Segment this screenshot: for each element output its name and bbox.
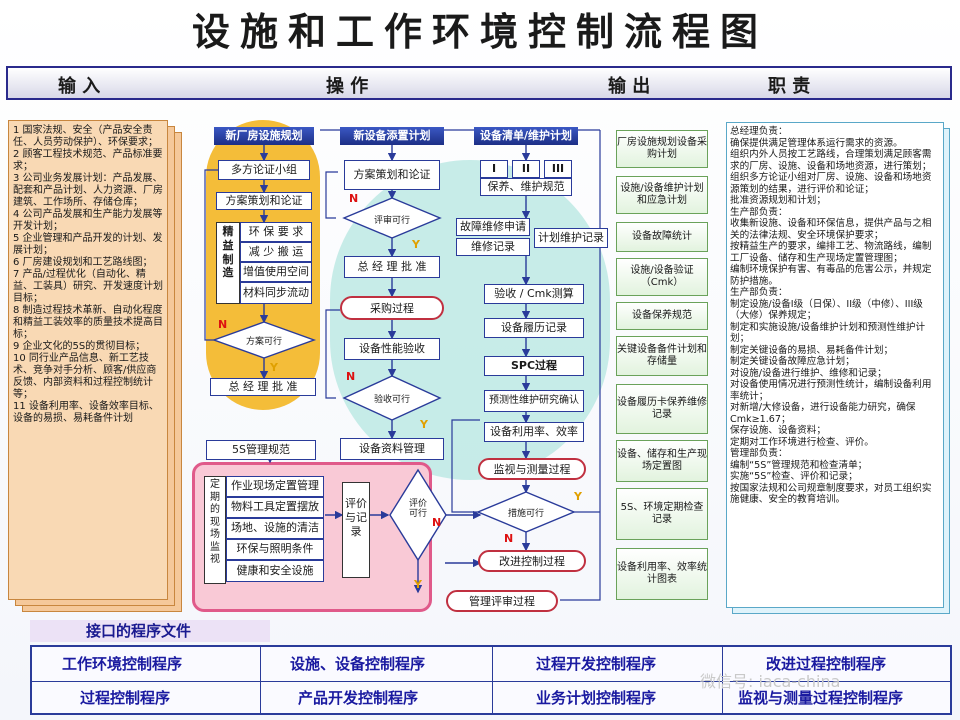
equipment-records: 设备资料管理 [340, 438, 444, 460]
multi-party-group: 多方论证小组 [218, 160, 310, 180]
management-review: 管理评审过程 [446, 590, 558, 612]
measure-n-label: N [504, 532, 514, 545]
facility-y-label: Y [270, 361, 278, 374]
level-1: I [480, 160, 508, 178]
fives-item-1: 作业现场定置管理 [226, 476, 324, 497]
acceptance-n-label: N [346, 370, 356, 383]
interface-table: 工作环境控制程序 设施、设备控制程序 过程开发控制程序 改进过程控制程序 过程控… [30, 645, 952, 715]
equipment-gm-approval: 总 经 理 批 准 [344, 256, 440, 278]
output-5: 设备保养规范 [616, 302, 708, 330]
output-3: 设备故障统计 [616, 222, 708, 252]
monitoring-measurement: 监视与测量过程 [478, 458, 586, 480]
fives-decision-text: 评价可行 [408, 499, 427, 519]
output-9: 5S、环境定期检查记录 [616, 488, 708, 540]
output-1: 厂房设施规划设备采购计划 [616, 130, 708, 168]
interface-title: 接口的程序文件 [30, 620, 270, 642]
program-business-plan: 业务计划控制程序 [536, 689, 657, 707]
equipment-history: 设备履历记录 [484, 318, 584, 338]
fives-y-label: Y [414, 578, 422, 591]
fives-item-3: 场地、设施的清洁 [226, 518, 324, 539]
output-10: 设备利用率、效率统计图表 [616, 548, 708, 600]
acceptance-decision-text: 验收可行 [373, 395, 410, 405]
output-7: 设备履历卡保养维修记录 [616, 384, 708, 434]
fives-side-label: 定期的现场监视 [204, 476, 226, 584]
decision-diamond-accept [342, 375, 442, 421]
fives-n-label: N [432, 516, 442, 529]
equipment-review-text: 评审可行 [373, 216, 410, 226]
fives-spec: 5S管理规范 [206, 440, 316, 460]
equipment-plan-header: 新设备添置计划 [340, 127, 444, 145]
facility-n-label: N [218, 318, 228, 331]
equipment-n-label: N [349, 192, 359, 205]
facility-decision-text: 方案可行 [245, 337, 282, 347]
duty-text: 总经理负责： 确保提供满足管理体系运行需求的资源。 组织内外人员按工艺路线，合理… [726, 122, 944, 608]
utilization-efficiency: 设备利用率、效率 [484, 422, 584, 442]
decision-diamond-review [342, 197, 442, 239]
input-text: 1 国家法规、安全（产品安全责任、人员劳动保护）、环保要求； 2 顾客工程技术规… [8, 120, 168, 600]
spc-process: SPC过程 [484, 356, 584, 376]
output-2: 设施/设备维护计划和应急计划 [616, 176, 708, 214]
page-title: 设施和工作环境控制流程图 [191, 10, 768, 54]
header-input: 输 入 [58, 76, 101, 97]
equipment-acceptance: 设备性能验收 [344, 338, 440, 360]
level-3: III [544, 160, 572, 178]
lean-item-environment: 环 保 要 求 [240, 222, 312, 242]
program-process-control: 过程控制程序 [80, 689, 171, 707]
program-product-development: 产品开发控制程序 [298, 689, 419, 707]
header-duty: 职 责 [768, 76, 811, 97]
facility-gm-approval: 总 经 理 批 准 [210, 378, 316, 396]
fault-repair-request: 故障维修申请 [456, 218, 530, 236]
decision-diamond-eval [389, 468, 447, 562]
fives-item-4: 环保与照明条件 [226, 539, 324, 560]
header-output: 输 出 [608, 76, 651, 97]
purchase-process: 采购过程 [340, 296, 444, 320]
fives-item-5: 健康和安全设施 [226, 560, 324, 582]
program-process-development: 过程开发控制程序 [536, 655, 657, 673]
planned-maintenance-records: 计划维护记录 [534, 228, 608, 248]
level-2: II [512, 160, 540, 178]
column-header-bar: 输 入 操 作 输 出 职 责 [6, 66, 952, 100]
program-facility-equipment: 设施、设备控制程序 [290, 655, 426, 673]
equipment-y-label: Y [412, 238, 420, 251]
program-improvement: 改进过程控制程序 [766, 655, 887, 673]
improvement-control: 改进控制过程 [478, 550, 586, 572]
lean-item-handling: 减 少 搬 运 [240, 242, 312, 262]
repair-records: 维修记录 [456, 238, 530, 256]
lean-item-space: 增值使用空间 [240, 262, 312, 282]
acceptance-y-label: Y [420, 418, 428, 431]
program-work-environment: 工作环境控制程序 [62, 655, 183, 673]
watermark-text: 微信号: iaca-china [700, 672, 841, 691]
output-8: 设备、储存和生产现场定置图 [616, 440, 708, 482]
decision-diamond-plan [211, 321, 317, 359]
program-monitoring-measurement: 监视与测量过程控制程序 [738, 689, 904, 707]
lean-manufacturing-label: 精益制造 [216, 222, 240, 304]
fives-evaluation: 评价与记录 [342, 482, 370, 578]
maintenance-header: 设备清单/维护计划 [474, 127, 578, 145]
cmk-acceptance: 验收 / Cmk测算 [484, 284, 584, 304]
decision-diamond-measure [476, 491, 576, 533]
output-6: 关键设备备件计划和存储量 [616, 336, 708, 376]
measure-y-label: Y [574, 490, 582, 503]
header-operation: 操 作 [326, 76, 369, 97]
predictive-maintenance: 预测性维护研究确认 [484, 390, 584, 412]
facility-plan-header: 新厂房设施规划 [214, 127, 314, 145]
measure-decision-text: 措施可行 [507, 509, 544, 519]
lean-item-flow: 材料同步流动 [240, 282, 312, 304]
equipment-plan-proposal: 方案策划和论证 [344, 160, 440, 190]
fives-item-2: 物料工具定置摆放 [226, 497, 324, 518]
maintenance-spec: 保养、维护规范 [480, 178, 572, 196]
output-4: 设施/设备验证（Cmk） [616, 258, 708, 296]
facility-plan-proposal: 方案策划和论证 [216, 192, 312, 210]
